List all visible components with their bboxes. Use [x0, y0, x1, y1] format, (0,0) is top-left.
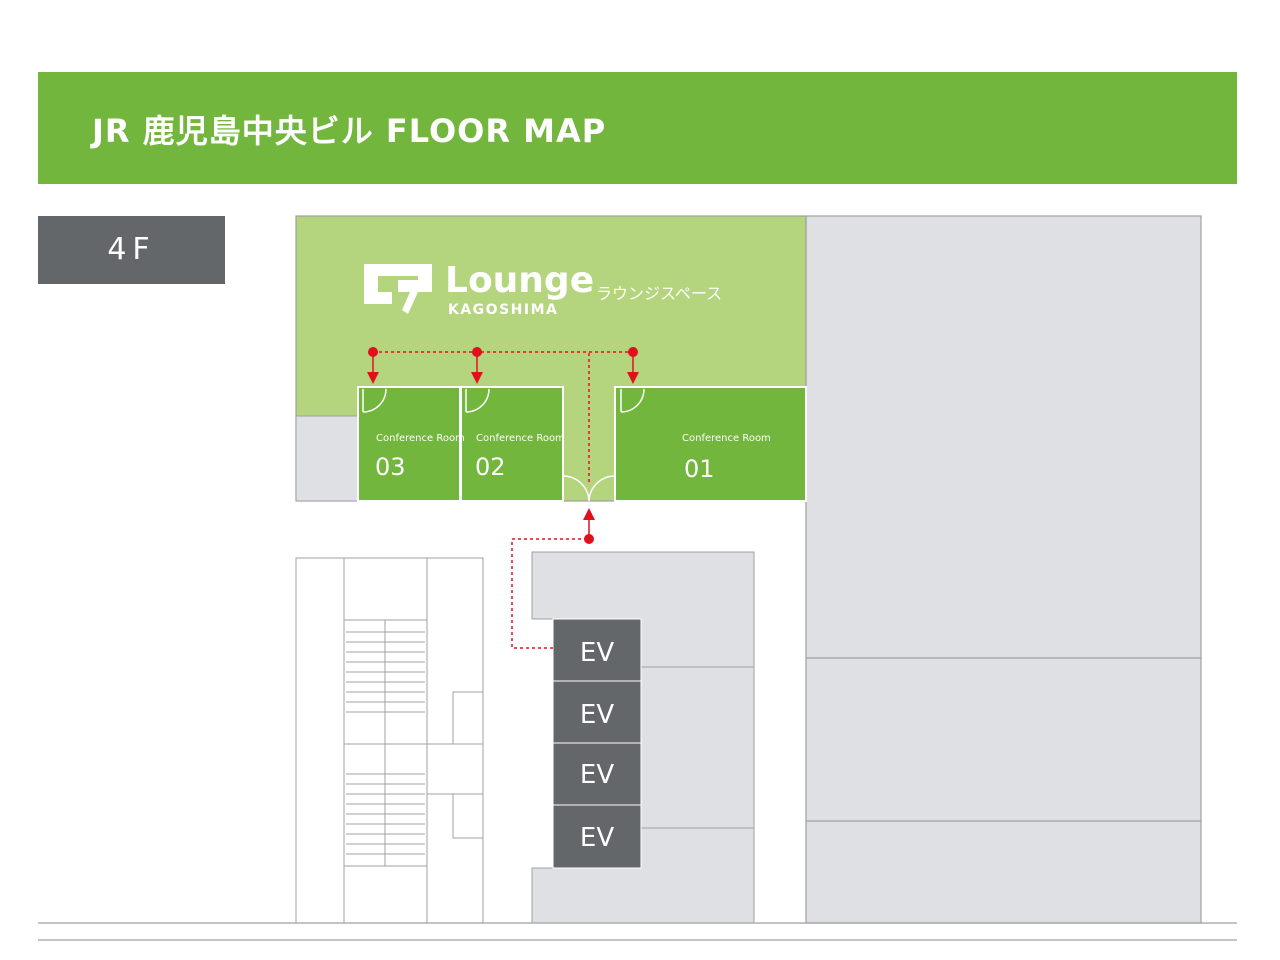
elevator-2: EV — [552, 680, 642, 744]
elevator-1-label: EV — [580, 638, 614, 668]
route-dots — [368, 347, 638, 544]
header-bar: JR 鹿児島中央ビル FLOOR MAP — [38, 72, 1237, 184]
stairwell — [295, 557, 484, 924]
lounge-label-ja: ラウンジスペース — [596, 284, 722, 303]
grey-block-lounge — [295, 415, 359, 502]
room-01-label: Conference Room — [682, 433, 771, 444]
lounge-logo — [364, 264, 432, 314]
floor-badge: 4F — [38, 216, 225, 284]
conference-room-02 — [460, 386, 564, 502]
elevator-2-label: EV — [580, 700, 614, 730]
elevator-3-label: EV — [580, 760, 614, 790]
room-02-label: Conference Room — [476, 433, 565, 444]
room-03-number: 03 — [375, 453, 406, 481]
elevator-3: EV — [552, 742, 642, 806]
elevator-4: EV — [552, 804, 642, 869]
door-icons — [362, 388, 645, 502]
page-title: JR 鹿児島中央ビル FLOOR MAP — [92, 112, 607, 150]
grey-area-right — [805, 215, 1202, 924]
elevator-1: EV — [552, 618, 642, 682]
room-02-number: 02 — [475, 453, 506, 481]
room-03-label: Conference Room — [376, 433, 465, 444]
floor-label: 4F — [107, 232, 156, 267]
conference-room-01 — [614, 386, 807, 502]
stair-steps — [346, 631, 425, 855]
lounge-logo-name: Lounge — [445, 260, 594, 301]
room-01-number: 01 — [684, 455, 715, 483]
elevator-4-label: EV — [580, 823, 614, 853]
conference-room-03 — [357, 386, 461, 502]
lounge-logo-sub: KAGOSHIMA — [448, 302, 558, 318]
